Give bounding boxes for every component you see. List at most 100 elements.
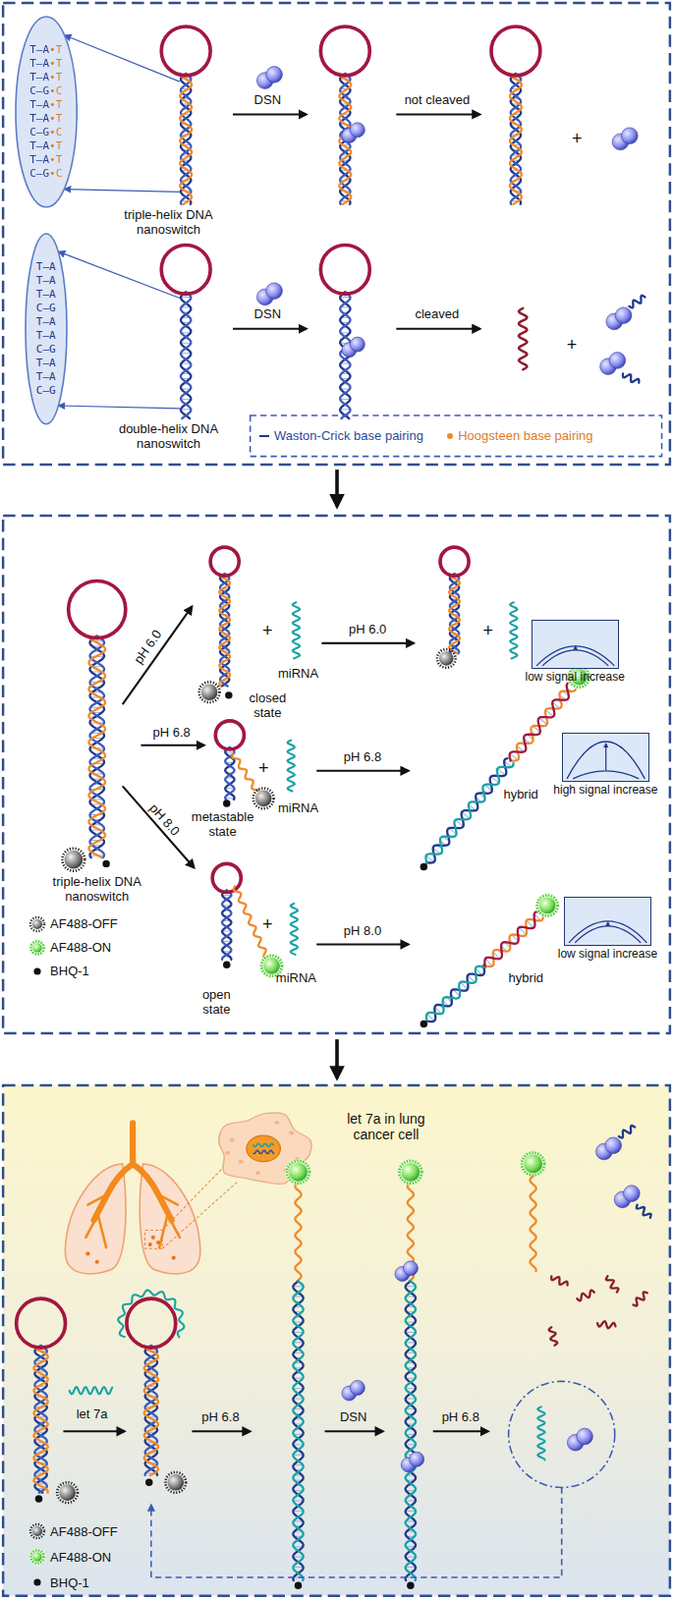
- arrow-line: [316, 943, 409, 946]
- base-pair-rung: [339, 398, 350, 400]
- legend-sample: [446, 427, 454, 446]
- leader-line: [58, 405, 180, 409]
- base-pair: T–A•T: [29, 70, 62, 85]
- legend-sample: [28, 1522, 47, 1541]
- active-fluorophore: [33, 943, 43, 953]
- context-label: let 7a in lung cancer cell: [336, 1110, 436, 1142]
- ph-label: pH 6.8: [201, 1409, 239, 1425]
- base-pair-oval: T–AT–AT–AC–GT–AT–AC–GT–AT–AC–G: [24, 232, 68, 426]
- panel-frame: [2, 515, 671, 1034]
- base-pair-rung: [405, 1399, 416, 1401]
- base-pair: C–G•C: [29, 167, 62, 181]
- legend-text: BHQ-1: [50, 963, 90, 979]
- hairpin-loop: [491, 26, 541, 76]
- structure-name: double-helix DNA nanoswitch: [114, 422, 224, 452]
- cell-membrane: [219, 1113, 312, 1185]
- dna-fragment: [606, 1276, 619, 1292]
- dna-fragment: [628, 295, 645, 309]
- enzyme-name: DSN: [254, 307, 281, 323]
- oval-outline: [25, 233, 67, 425]
- base-pair-rung: [292, 1332, 303, 1334]
- plus-sign: +: [262, 620, 274, 642]
- arrow-line: [316, 770, 409, 773]
- legend-item: AF488-ON: [28, 939, 112, 957]
- recycle-circle: [508, 1381, 616, 1488]
- dna-strand: [34, 1346, 47, 1494]
- ph-label: pH 6.8: [152, 726, 190, 741]
- signal-plot: [562, 733, 649, 782]
- quenched-fluorophore: [439, 651, 454, 667]
- base-pair: T–A: [36, 329, 57, 343]
- base-pair-rung: [427, 1013, 435, 1021]
- legend-item: Hoogsteen base pairing: [446, 427, 593, 446]
- quenched-fluorophore: [437, 649, 456, 669]
- plus-sign: +: [566, 335, 578, 356]
- legend-text: AF488-ON: [50, 1550, 112, 1566]
- hoogsteen-strand: [294, 1182, 301, 1283]
- organelle: [238, 1160, 244, 1165]
- tumor-spot: [148, 1242, 153, 1247]
- leader-line: [64, 189, 180, 193]
- mirna-strand: [290, 903, 298, 955]
- base-pair-rung: [292, 1388, 303, 1390]
- mirna-strand: [253, 1143, 275, 1147]
- quencher-dot: [33, 1579, 41, 1587]
- base-pair-rung: [292, 1286, 303, 1288]
- dna-strand: [180, 73, 191, 205]
- dna-fragment: [551, 1276, 567, 1286]
- dna-fragment: [618, 1125, 635, 1139]
- state-label: open state: [194, 988, 239, 1018]
- mirna-label: miRNA: [276, 970, 317, 986]
- legend-item: Waston-Crick base pairing: [258, 427, 424, 446]
- legend-text: BHQ-1: [50, 1575, 90, 1591]
- arrow-line: [62, 1430, 124, 1433]
- plus-sign: +: [483, 620, 495, 642]
- base-pair: T–A•T: [29, 153, 62, 168]
- quenched-fluorophore: [253, 787, 275, 809]
- legend-sample: [28, 962, 47, 981]
- fluorophore-glow: [396, 1159, 424, 1186]
- legend-sample: [28, 1573, 47, 1592]
- structure-name: triple-helix DNA nanoswitch: [114, 208, 224, 238]
- hairpin-loop: [16, 1298, 66, 1348]
- signal-plot-box: low signal increase: [531, 619, 619, 670]
- signal-plot: [564, 897, 651, 946]
- base-pair-rung: [405, 1342, 416, 1344]
- signal-arrow: [574, 646, 576, 651]
- active-fluorophore: [401, 1163, 421, 1182]
- signal-plot-box: low signal increase: [563, 897, 652, 947]
- ph-label: pH 6.8: [442, 1409, 480, 1425]
- signal-curve: [572, 771, 639, 780]
- fluorophore-glow: [519, 1150, 547, 1178]
- quenched-fluorophore: [167, 1474, 184, 1492]
- trachea: [94, 1122, 172, 1221]
- hoogsteen-strand: [219, 573, 230, 686]
- quencher-dot: [294, 1582, 302, 1590]
- dna-strand: [510, 73, 521, 205]
- fluorophore-glow: [535, 894, 561, 919]
- arrow-line: [232, 328, 307, 331]
- fluorophore-glow: [284, 1159, 312, 1186]
- arrow-line: [395, 328, 480, 331]
- dsn-enzyme: [576, 1428, 594, 1446]
- tumor-spot: [171, 1256, 176, 1261]
- hybrid-label: hybrid: [508, 970, 544, 986]
- hoogsteen-strand: [179, 73, 192, 205]
- tumor-spot: [95, 1260, 100, 1265]
- hoogsteen-strand: [509, 73, 522, 205]
- dna-strand: [222, 890, 231, 960]
- base-pair-rung: [292, 1557, 303, 1559]
- panel-frame: [2, 2, 671, 465]
- dsn-enzyme: [349, 1380, 365, 1396]
- base-pair-rung: [292, 1444, 303, 1446]
- hoogsteen-strand: [88, 636, 106, 859]
- dna-fragment: [549, 1327, 559, 1346]
- hairpin-loop: [68, 580, 126, 638]
- quencher-dot: [420, 863, 428, 871]
- base-pair: C–G: [36, 342, 57, 357]
- base-pair-rung: [405, 1557, 416, 1559]
- legend-item: BHQ-1: [28, 962, 90, 981]
- arrow-line: [122, 606, 193, 705]
